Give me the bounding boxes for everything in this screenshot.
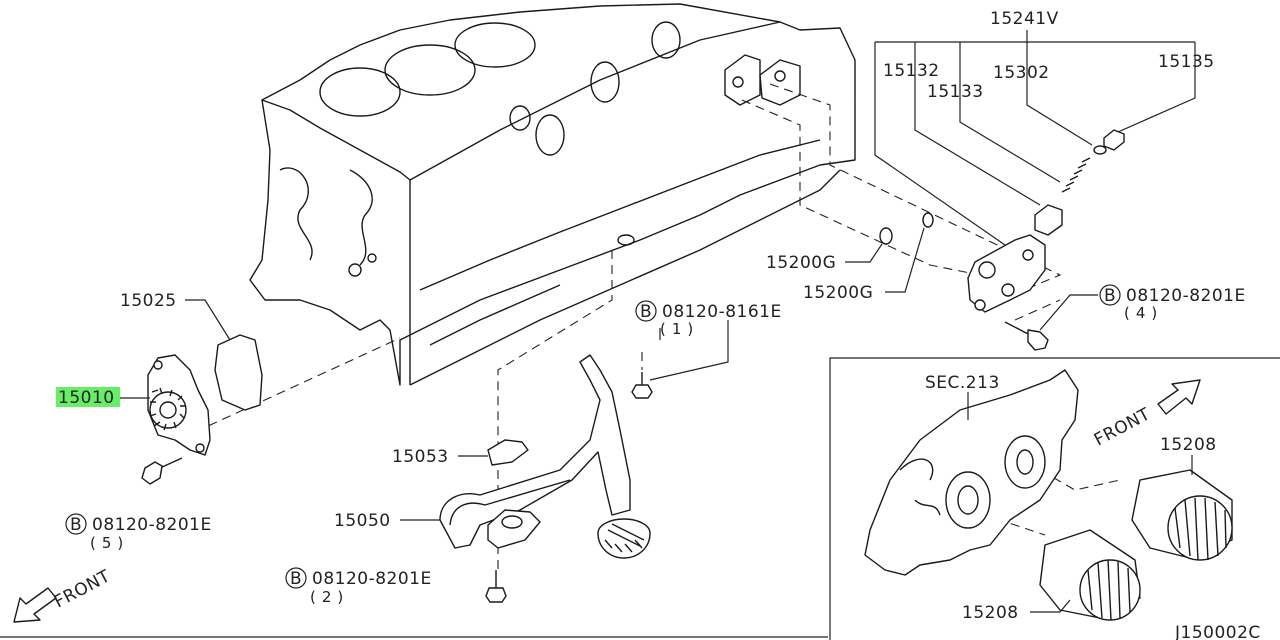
bolt-callout-2[interactable]: B 08120-8201E (2) [285,567,432,606]
oil-filter-upper-drawing [1131,469,1233,561]
bolt-qty-2: (2) [310,588,349,606]
callout-15010-highlight [56,387,120,407]
engine-block [249,3,856,386]
callout-15200g-b[interactable]: 15200G [803,283,873,303]
callout-15135[interactable]: 15135 [1158,52,1215,72]
bolt-4-drawing [1004,321,1049,351]
oil-filter-lower-drawing [1039,529,1141,621]
callout-15208-b[interactable]: 15208 [962,603,1019,623]
diagram-code: J150002C [1174,623,1261,640]
callout-15208-a[interactable]: 15208 [1160,435,1217,455]
oil-filter-bracket-drawing [864,369,1079,576]
callout-15241v[interactable]: 15241V [990,9,1059,29]
bolt-callout-5[interactable]: B 08120-8201E (5) [65,513,212,552]
callout-15010[interactable]: 15010 [58,388,115,408]
callout-sec213[interactable]: SEC.213 [925,373,1000,393]
bolt-1-drawing [631,372,653,399]
bolt-badge-5-letter: B [70,515,82,535]
bolt-badge-4-letter: B [1104,286,1116,306]
callout-15132[interactable]: 15132 [883,61,940,81]
bolt-badge-5 [65,513,87,535]
bolt-number-4: 08120-8201E [1126,286,1246,306]
callout-15025[interactable]: 15025 [120,291,177,311]
front-label-left: FRONT [51,566,114,612]
bolt-qty-5: (5) [90,534,129,552]
leader-lines [118,30,1196,613]
bolt-badge-1-letter: B [640,302,652,322]
relief-valve-assembly [879,129,1125,313]
strainer-gasket-drawing [487,439,529,466]
oil-pump-drawing [147,354,211,456]
bolt-qty-1: (1) [660,320,699,338]
bolt-callout-4[interactable]: B 08120-8201E (4) [1099,284,1246,322]
callout-15302[interactable]: 15302 [993,63,1050,83]
front-arrow-right [1157,379,1201,415]
bolt-callout-1[interactable]: B 08120-8161E (1) [635,300,782,338]
front-label-right: FRONT [1091,404,1154,450]
callout-15200g-a[interactable]: 15200G [766,253,836,273]
callout-15053[interactable]: 15053 [392,447,449,467]
bolt-badge-2-letter: B [290,569,302,589]
bolt-badge-4 [1099,284,1121,306]
bolt-2-drawing [485,570,507,603]
bolt-number-1: 08120-8161E [662,302,782,322]
bolt-badge-2 [285,567,307,589]
inset-frame [829,357,1280,640]
bolt-qty-4: (4) [1124,304,1163,322]
bolt-number-2: 08120-8201E [312,569,432,589]
front-arrow-left [13,587,57,623]
callout-15050[interactable]: 15050 [334,511,391,531]
oil-strainer-drawing [439,354,651,559]
bolt-5-drawing [141,457,183,485]
gasket-drawing [214,334,263,411]
callout-15133[interactable]: 15133 [927,82,984,102]
bolt-number-5: 08120-8201E [92,515,212,535]
bolt-badge-1 [635,300,657,322]
